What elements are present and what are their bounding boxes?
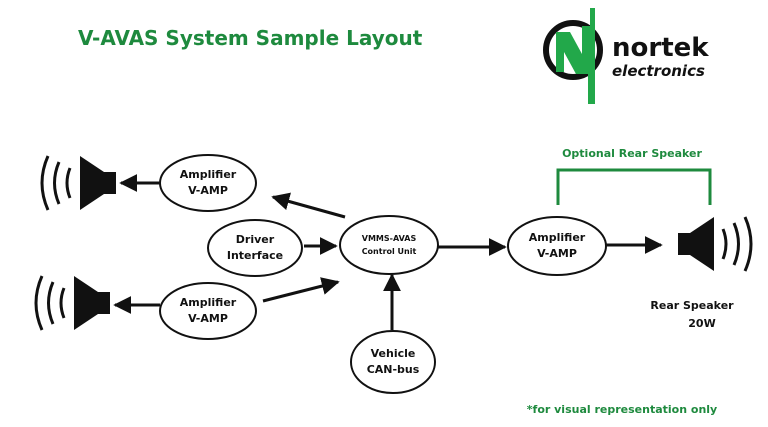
node-amplifier-right-line1: Amplifier bbox=[529, 231, 586, 244]
node-driver-line1: Driver bbox=[236, 233, 275, 246]
node-amplifier-right: Amplifier V-AMP bbox=[507, 216, 607, 276]
node-control-unit: VMMS-AVAS Control Unit bbox=[339, 215, 439, 275]
node-vehicle-canbus: Vehicle CAN-bus bbox=[350, 330, 436, 394]
node-amplifier-bottom-line1: Amplifier bbox=[180, 296, 237, 309]
node-control-line1: VMMS-AVAS bbox=[362, 234, 417, 243]
speaker-left-top-icon bbox=[40, 155, 116, 211]
rear-speaker-label-line2: 20W bbox=[688, 317, 715, 330]
nortek-logo: nortek electronics bbox=[543, 8, 709, 104]
speaker-left-bottom-icon bbox=[34, 275, 110, 331]
rear-speaker-icon bbox=[678, 216, 753, 272]
node-amplifier-bottom-line2: V-AMP bbox=[188, 312, 228, 325]
node-amplifier-top-line1: Amplifier bbox=[180, 168, 237, 181]
optional-bracket bbox=[556, 168, 712, 205]
logo-brand-text: nortek bbox=[612, 33, 709, 63]
node-amplifier-right-line2: V-AMP bbox=[537, 247, 577, 260]
node-control-line2: Control Unit bbox=[362, 247, 417, 256]
logo-sub-text: electronics bbox=[612, 62, 705, 80]
rear-speaker-label-line1: Rear Speaker bbox=[650, 299, 734, 312]
page-title: V-AVAS System Sample Layout bbox=[78, 26, 423, 50]
node-driver-line2: Interface bbox=[227, 249, 283, 262]
node-amplifier-bottom: Amplifier V-AMP bbox=[159, 282, 257, 340]
node-canbus-line2: CAN-bus bbox=[367, 363, 420, 376]
logo-n-mark bbox=[556, 8, 595, 104]
optional-rear-speaker-label: Optional Rear Speaker bbox=[562, 147, 702, 160]
node-driver-interface: Driver Interface bbox=[207, 219, 303, 277]
arrow-control-to-amp-bottom bbox=[262, 277, 340, 303]
footnote: *for visual representation only bbox=[527, 403, 717, 416]
arrow-control-to-amp-top bbox=[271, 192, 346, 219]
node-canbus-line1: Vehicle bbox=[371, 347, 416, 360]
node-amplifier-top-line2: V-AMP bbox=[188, 184, 228, 197]
node-amplifier-top: Amplifier V-AMP bbox=[159, 154, 257, 212]
logo-ring bbox=[543, 20, 603, 80]
